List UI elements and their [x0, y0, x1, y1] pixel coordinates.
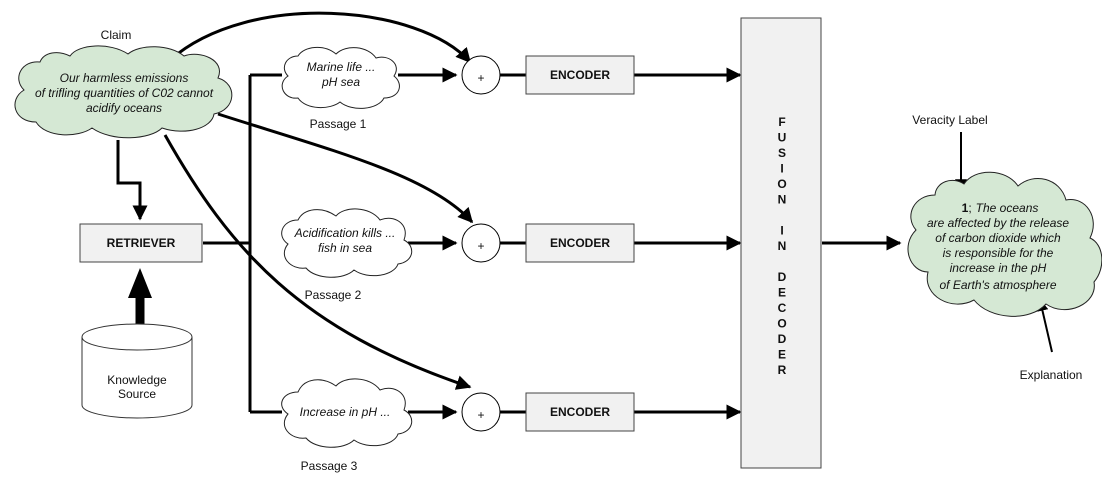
plus-symbol-3: + — [477, 408, 484, 422]
encoder-label-2: ENCODER — [550, 236, 610, 250]
veracity-label-title: Veracity Label — [912, 113, 987, 127]
passage-2-line-2: fish in sea — [318, 241, 372, 255]
explanation-line-2: are affected by the release — [927, 216, 1069, 230]
plus-node-3: + — [461, 392, 501, 432]
passage-1-line-1: Marine life ... — [307, 60, 376, 74]
fusion-letter: R — [778, 363, 787, 377]
knowledge-arrowhead — [128, 268, 152, 298]
edge-claim-to-retriever — [116, 140, 148, 221]
encoder-box-2 — [525, 223, 635, 263]
edge-claim-to-plus3 — [163, 134, 472, 390]
fusion-decoder-box — [740, 17, 822, 469]
knowledge-line-1: Knowledge — [107, 373, 167, 387]
output-line-1: 1; The oceans — [962, 201, 1039, 215]
fusion-letter: N — [778, 239, 787, 253]
claim-title: Claim — [101, 28, 132, 42]
retriever-box — [79, 223, 203, 263]
passage-2-line-1: Acidification kills ... — [294, 226, 396, 240]
explanation-line-3: of carbon dioxide which — [935, 231, 1061, 245]
plus-node-1: + — [461, 55, 501, 95]
explanation-line-1: The oceans — [976, 201, 1039, 215]
plus-node-2: + — [461, 223, 501, 263]
knowledge-line-2: Source — [118, 387, 156, 401]
passage-1-line-2: pH sea — [321, 75, 360, 89]
encoder-box-3 — [525, 392, 635, 432]
fusion-letter: I — [780, 162, 783, 176]
veracity-label-separator: ; — [968, 201, 971, 215]
knowledge-source-cylinder — [81, 323, 193, 419]
explanation-line-4: is responsible for the — [943, 246, 1054, 260]
fusion-letter: D — [778, 270, 787, 284]
plus-symbol-1: + — [477, 71, 484, 85]
passage-3-cloud — [281, 378, 413, 448]
claim-cloud — [14, 45, 233, 139]
fusion-letter: O — [777, 317, 786, 331]
claim-line-1: Our harmless emissions — [60, 71, 189, 85]
explanation-line-5: increase in the pH — [950, 261, 1047, 275]
plus-symbol-2: + — [477, 239, 484, 253]
claim-line-3: acidify oceans — [86, 101, 162, 115]
fusion-letter: E — [778, 348, 786, 362]
edge-explanation-pointer — [1036, 298, 1053, 353]
encoder-label-1: ENCODER — [550, 68, 610, 82]
explanation-title: Explanation — [1020, 368, 1083, 382]
fusion-letter: F — [778, 115, 785, 129]
retriever-label: RETRIEVER — [107, 236, 176, 250]
fusion-letter: N — [778, 193, 787, 207]
edge-claim-to-plus1 — [169, 11, 472, 64]
encoder-box-1 — [525, 55, 635, 95]
passage-3-line-1: Increase in pH ... — [300, 405, 391, 419]
fusion-letter: S — [778, 146, 786, 160]
output-cloud — [907, 171, 1102, 317]
fusion-letter: D — [778, 332, 787, 346]
edge-claim-to-plus2 — [217, 112, 474, 224]
claim-line-2: of trifling quantities of C02 cannot — [35, 86, 214, 100]
fusion-letter: U — [778, 131, 787, 145]
fusion-letter: I — [780, 224, 783, 238]
fusion-letter: C — [778, 301, 787, 315]
passage-3-caption: Passage 3 — [301, 459, 358, 473]
veracity-label-value: 1 — [962, 201, 969, 215]
encoder-label-3: ENCODER — [550, 405, 610, 419]
passage-1-caption: Passage 1 — [310, 117, 367, 131]
fusion-letter: E — [778, 286, 786, 300]
passage-1-cloud — [281, 47, 400, 109]
passage-2-caption: Passage 2 — [305, 288, 362, 302]
explanation-line-6: of Earth's atmosphere — [939, 278, 1056, 292]
fusion-letter: O — [777, 177, 786, 191]
passage-2-cloud — [281, 208, 413, 278]
